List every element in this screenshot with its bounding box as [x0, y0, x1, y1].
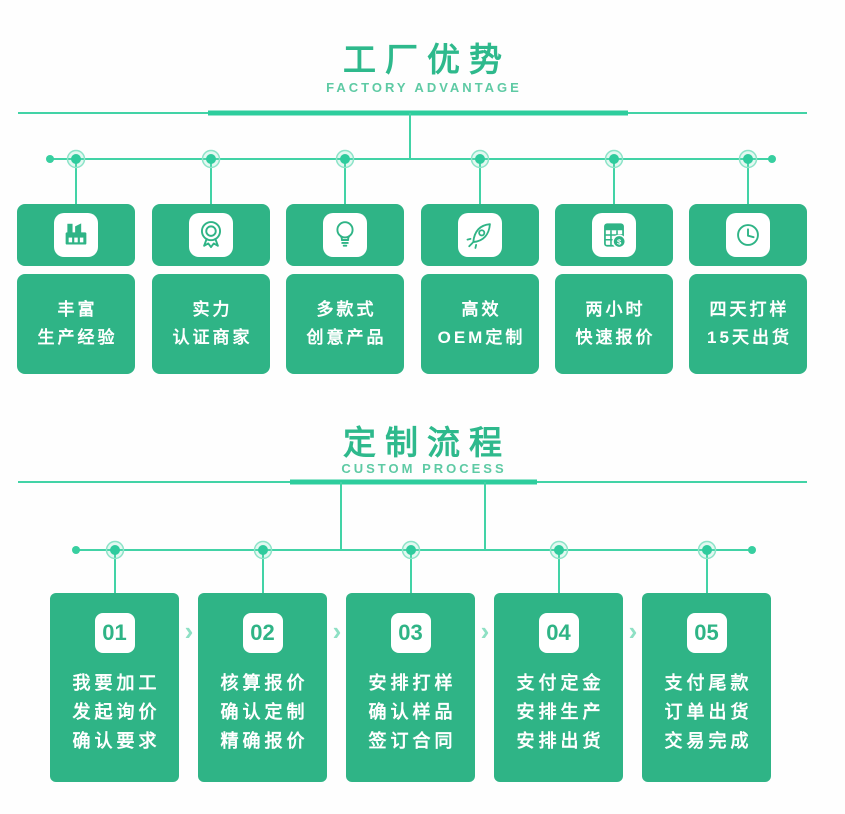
- clock-icon: [726, 213, 770, 257]
- step-line: 安排出货: [516, 731, 605, 751]
- advantage-icon-card: [689, 204, 807, 266]
- advantage-line2: 快速报价: [575, 328, 656, 347]
- step-number-badge: 03: [390, 613, 431, 653]
- advantage-line1: 高效: [461, 300, 502, 319]
- chevron-right-icon: ›: [480, 616, 490, 646]
- advantage-line1: 实力: [192, 300, 233, 319]
- step-number-badge: 02: [242, 613, 283, 653]
- process-step-1: 01 我要加工 发起询价 确认要求: [50, 593, 179, 782]
- step-number: 04: [546, 620, 571, 645]
- advantage-line1: 多款式: [316, 300, 377, 319]
- advantage-line1: 四天打样: [709, 300, 790, 319]
- advantage-text-card: 丰富 生产经验: [17, 274, 135, 374]
- calculator-icon: $: [592, 213, 636, 257]
- step-line: 核算报价: [220, 673, 309, 693]
- step-number: 02: [250, 620, 275, 645]
- step-line: 确认样品: [368, 702, 457, 722]
- advantage-line1: 丰富: [57, 300, 98, 319]
- advantage-line2: 创意产品: [306, 328, 387, 347]
- step-lines: 我要加工 发起询价 确认要求: [69, 669, 161, 756]
- advantage-card-1: 丰富 生产经验: [17, 204, 135, 374]
- advantage-text-card: 高效 OEM定制: [421, 274, 539, 374]
- advantage-icon-card: [17, 204, 135, 266]
- advantage-line2: 生产经验: [37, 328, 118, 347]
- advantage-line2: 15天出货: [707, 328, 792, 347]
- advantage-text-card: 多款式 创意产品: [286, 274, 404, 374]
- process-step-4: 04 支付定金 安排生产 安排出货: [494, 593, 623, 782]
- factory-icon: [54, 213, 98, 257]
- advantage-card-2: 实力 认证商家: [152, 204, 270, 374]
- advantage-icon-card: $: [555, 204, 673, 266]
- advantage-text-card: 两小时 快速报价: [555, 274, 673, 374]
- step-number-badge: 05: [686, 613, 727, 653]
- step-line: 支付尾款: [664, 673, 753, 693]
- process-step-3: 03 安排打样 确认样品 签订合同: [346, 593, 475, 782]
- advantage-card-3: 多款式 创意产品: [286, 204, 404, 374]
- medal-icon: [189, 213, 233, 257]
- step-lines: 支付尾款 订单出货 交易完成: [661, 669, 753, 756]
- advantage-line2: OEM定制: [437, 328, 526, 347]
- advantage-text-card: 四天打样 15天出货: [689, 274, 807, 374]
- step-number-badge: 01: [94, 613, 135, 653]
- chevron-right-icon: ›: [332, 616, 342, 646]
- step-line: 安排打样: [368, 673, 457, 693]
- advantage-text-card: 实力 认证商家: [152, 274, 270, 374]
- advantage-icon-card: [286, 204, 404, 266]
- factory-advantage-subtitle: FACTORY ADVANTAGE: [326, 80, 522, 95]
- custom-process-title: 定制流程: [343, 424, 511, 461]
- step-line: 确认要求: [72, 731, 161, 751]
- step-lines: 核算报价 确认定制 精确报价: [217, 669, 309, 756]
- process-step-2: 02 核算报价 确认定制 精确报价: [198, 593, 327, 782]
- step-line: 交易完成: [664, 731, 753, 751]
- svg-text:$: $: [617, 238, 622, 247]
- process-step-5: 05 支付尾款 订单出货 交易完成: [642, 593, 771, 782]
- step-line: 签订合同: [368, 731, 457, 751]
- step-number: 01: [102, 620, 127, 645]
- chevron-right-icon: ›: [184, 616, 194, 646]
- rocket-icon: [458, 213, 502, 257]
- step-line: 精确报价: [220, 731, 309, 751]
- advantage-line1: 两小时: [585, 300, 646, 319]
- step-lines: 安排打样 确认样品 签订合同: [365, 669, 457, 756]
- advantage-card-5: $ 两小时 快速报价: [555, 204, 673, 374]
- step-number: 05: [694, 620, 719, 645]
- step-line: 我要加工: [72, 673, 161, 693]
- advantage-line2: 认证商家: [172, 328, 253, 347]
- advantage-card-6: 四天打样 15天出货: [689, 204, 807, 374]
- step-line: 安排生产: [516, 702, 605, 722]
- step-number: 03: [398, 620, 423, 645]
- factory-advantage-title: 工厂优势: [343, 41, 511, 78]
- custom-process-subtitle: CUSTOM PROCESS: [341, 461, 507, 476]
- bulb-icon: [323, 213, 367, 257]
- step-line: 订单出货: [664, 702, 753, 722]
- step-lines: 支付定金 安排生产 安排出货: [513, 669, 605, 756]
- step-number-badge: 04: [538, 613, 579, 653]
- chevron-right-icon: ›: [628, 616, 638, 646]
- step-line: 支付定金: [516, 673, 605, 693]
- advantage-card-4: 高效 OEM定制: [421, 204, 539, 374]
- step-line: 确认定制: [220, 702, 309, 722]
- step-line: 发起询价: [72, 702, 161, 722]
- advantage-icon-card: [421, 204, 539, 266]
- advantage-icon-card: [152, 204, 270, 266]
